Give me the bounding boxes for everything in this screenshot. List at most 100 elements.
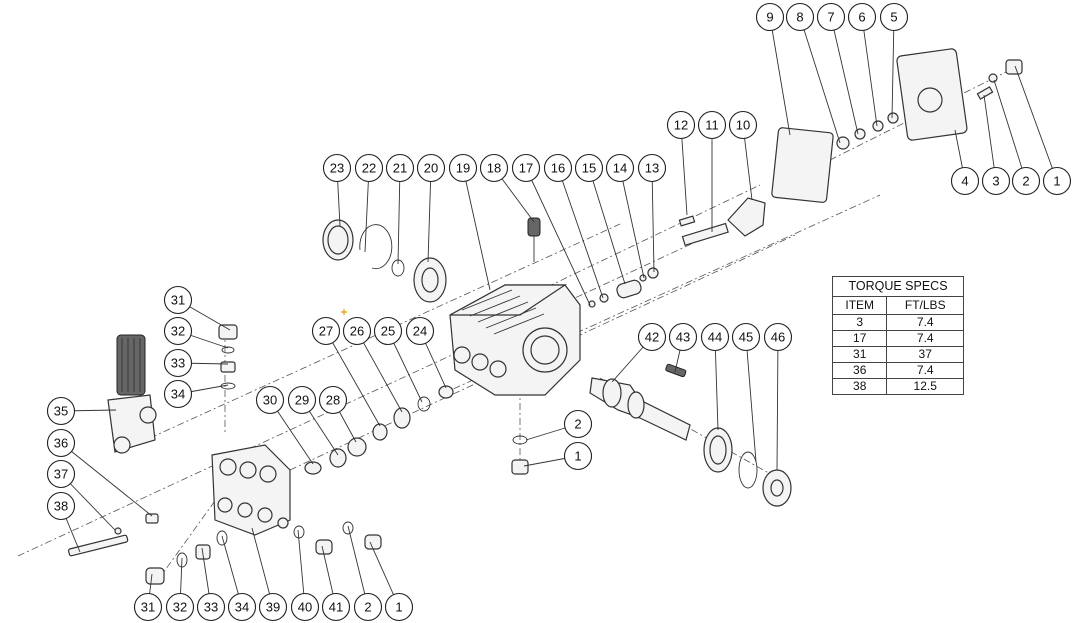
callout-circle — [511, 153, 541, 183]
callout-circle — [700, 322, 730, 352]
callout-leader — [714, 336, 719, 431]
callout-15: 15 — [574, 153, 604, 183]
callout-label: 22 — [362, 161, 376, 176]
callout-label: 13 — [645, 161, 659, 176]
callout-1: 1 — [384, 592, 414, 622]
callout-circle — [322, 153, 352, 183]
callout-label: 20 — [424, 161, 438, 176]
callout-label: 10 — [736, 118, 750, 133]
torque-value: 12.5 — [886, 378, 964, 395]
callout-20: 20 — [416, 153, 446, 183]
callout-label: 9 — [766, 10, 773, 25]
callout-circle — [354, 153, 384, 183]
rear-cover-and-seals — [771, 48, 1023, 203]
callout-label: 38 — [54, 499, 68, 514]
callout-label: 14 — [613, 161, 627, 176]
callout-label: 23 — [330, 161, 344, 176]
callout-label: 15 — [582, 161, 596, 176]
callout-label: 12 — [674, 118, 688, 133]
callout-label: 2 — [574, 417, 581, 432]
callout-23: 23 — [322, 153, 352, 183]
callout-leader — [525, 167, 591, 306]
callout-32: 32 — [165, 592, 195, 622]
callout-33: 33 — [196, 592, 226, 622]
callout-label: 2 — [364, 600, 371, 615]
callout-label: 33 — [171, 356, 185, 371]
callout-leader — [588, 167, 626, 285]
callout-circle — [543, 153, 573, 183]
callout-circle — [321, 592, 351, 622]
callout-19: 19 — [448, 153, 478, 183]
callout-39: 39 — [258, 592, 288, 622]
callout-circle — [666, 110, 696, 140]
callout-circle — [479, 153, 509, 183]
callout-leader — [745, 336, 757, 463]
callout-circle — [785, 2, 815, 32]
callout-label: 36 — [54, 436, 68, 451]
callout-9: 9 — [755, 2, 785, 32]
callout-42: 42 — [637, 322, 667, 352]
callout-circle — [385, 153, 415, 183]
callout-label: 1 — [395, 600, 402, 615]
table-row: 17 7.4 — [831, 330, 964, 347]
callout-1: 1 — [1042, 166, 1072, 196]
callout-circle — [755, 2, 785, 32]
torque-value: 7.4 — [886, 362, 964, 379]
callout-circle — [163, 379, 193, 409]
callout-label: 16 — [551, 161, 565, 176]
callout-34: 34 — [163, 379, 193, 409]
callout-leader — [651, 167, 655, 273]
table-row: 38 12.5 — [831, 378, 964, 395]
callout-label: 31 — [171, 293, 185, 308]
torque-value: 7.4 — [886, 330, 964, 347]
callout-label: 4 — [961, 174, 968, 189]
callout-circle — [763, 322, 793, 352]
valves-and-seals — [67, 324, 529, 585]
callout-label: 40 — [298, 600, 312, 615]
callout-label: 32 — [171, 324, 185, 339]
callout-circle — [373, 316, 403, 346]
callout-label: 6 — [858, 10, 865, 25]
callout-leader — [799, 16, 841, 144]
callout-label: 43 — [676, 330, 690, 345]
callout-leader — [983, 94, 997, 182]
callout-leader — [60, 442, 153, 517]
callout-circle — [46, 428, 76, 458]
callout-circle — [311, 316, 341, 346]
callout-5: 5 — [879, 2, 909, 32]
callout-22: 22 — [354, 153, 384, 183]
callout-circle — [165, 592, 195, 622]
callout-1: 1 — [563, 441, 593, 471]
callout-leader — [830, 16, 859, 135]
callout-label: 19 — [456, 161, 470, 176]
callout-2: 2 — [353, 592, 383, 622]
callout-38: 38 — [46, 491, 76, 521]
callout-circle — [847, 2, 877, 32]
table-row: 3 7.4 — [831, 314, 964, 331]
callout-6: 6 — [847, 2, 877, 32]
callout-label: 37 — [54, 467, 68, 482]
callout-label: 41 — [329, 600, 343, 615]
callout-33: 33 — [163, 348, 193, 378]
callout-circle — [258, 592, 288, 622]
callout-leader — [397, 167, 401, 265]
torque-header-item: ITEM — [831, 296, 888, 315]
callout-circle — [227, 592, 257, 622]
callout-circle — [133, 592, 163, 622]
callout-circle — [563, 441, 593, 471]
callout-circle — [879, 2, 909, 32]
callout-circle — [1011, 166, 1041, 196]
callout-31: 31 — [163, 285, 193, 315]
callout-leader — [1014, 65, 1058, 182]
callout-label: 33 — [204, 600, 218, 615]
callout-10: 10 — [728, 110, 758, 140]
callout-leader — [356, 330, 403, 413]
callout-label: 2 — [1022, 174, 1029, 189]
torque-specs-title: TORQUE SPECS — [832, 276, 964, 297]
callout-label: 31 — [141, 600, 155, 615]
callout-14: 14 — [605, 153, 635, 183]
callout-label: 46 — [771, 330, 785, 345]
callout-circle — [290, 592, 320, 622]
callout-27: 27 — [311, 316, 341, 346]
torque-item: 17 — [831, 330, 888, 347]
